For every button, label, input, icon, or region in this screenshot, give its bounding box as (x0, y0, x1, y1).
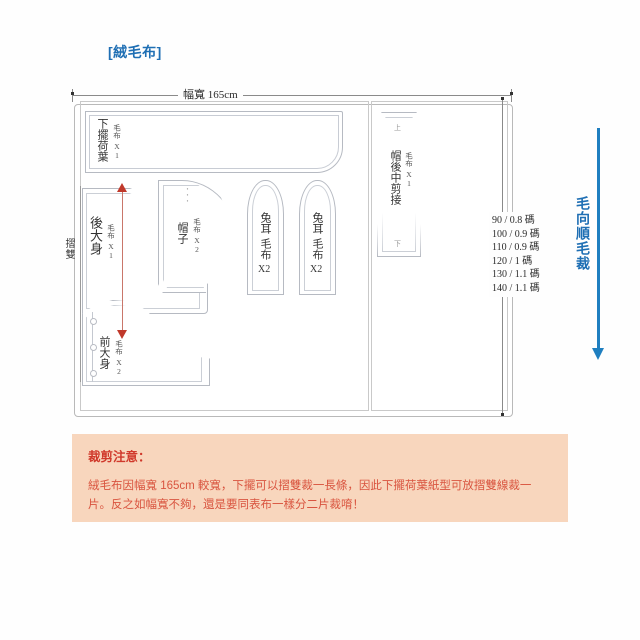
piece-hood-back-qty: X1 (404, 170, 414, 188)
grain-arrow-down-icon (117, 330, 127, 339)
nap-direction-label: 毛向順毛裁 (575, 196, 591, 271)
nap-arrow-down-icon (592, 348, 604, 360)
piece-ear-right-outline (299, 180, 336, 295)
fabric-width-right-cap (511, 89, 512, 102)
fabric-width-left-cap (72, 89, 73, 102)
fabric-width-label: 幅寬 165cm (178, 86, 243, 102)
size-yardage-list: 90 / 0.8 碼 100 / 0.9 碼 110 / 0.9 碼 120 /… (489, 212, 543, 297)
fabric-length-bottom-dot (501, 413, 504, 416)
piece-ruffle-qty: X1 (112, 142, 122, 160)
piece-back-body-fabric: 毛布 (106, 224, 116, 239)
fold-label: 摺雙 (63, 238, 74, 260)
piece-ear-right-seam-line (304, 185, 331, 291)
piece-ear-left-fabric: 毛布 (259, 238, 271, 260)
fold-line (80, 186, 81, 382)
piece-ear-left-name: 兔耳 (259, 212, 271, 234)
piece-front-body-fabric: 毛布 (114, 340, 124, 355)
notch-mark (90, 370, 97, 377)
size-row: 130 / 1.1 碼 (492, 269, 540, 280)
piece-ear-left-outline (247, 180, 284, 295)
piece-ruffle-outline (85, 111, 343, 173)
fabric-width-right-dot (510, 92, 513, 95)
piece-hood-back-fabric: 毛布 (404, 152, 414, 167)
piece-ruffle-name: 下擺荷葉 (96, 118, 108, 162)
grain-direction-line (122, 190, 124, 332)
size-row: 110 / 0.9 碼 (492, 242, 540, 253)
piece-ear-left-seam-line (252, 185, 279, 291)
size-row: 140 / 1.1 碼 (492, 282, 540, 294)
cutting-notice-body: 絨毛布因幅寬 165cm 較寬，下擺可以摺雙裁一長條，因此下擺荷葉紙型可放摺雙線… (88, 480, 532, 511)
piece-hood-back-outline (377, 112, 421, 257)
cutting-notice-title: 裁剪注意： (88, 450, 151, 464)
piece-hat-seam-line (163, 185, 227, 288)
piece-ruffle-fabric: 毛布 (112, 124, 122, 139)
piece-hood-back-name: 帽後中剪接 (389, 150, 401, 205)
piece-ear-right-qty: X2 (310, 264, 323, 275)
piece-hat-marking: ・・・ (183, 186, 189, 204)
piece-ear-right-fabric: 毛布 (311, 238, 323, 260)
fabric-length-top-dot (501, 97, 504, 100)
page-title: [絨毛布] (108, 44, 162, 60)
cutting-notice-box: 裁剪注意： 絨毛布因幅寬 165cm 較寬，下擺可以摺雙裁一長條，因此下擺荷葉紙… (72, 434, 568, 522)
piece-hat-qty: X2 (192, 236, 202, 254)
piece-ear-left-qty: X2 (258, 264, 271, 275)
piece-hat-fabric: 毛布 (192, 218, 202, 233)
piece-ruffle-seam-line (89, 115, 339, 169)
size-row: 120 / 1 碼 (492, 255, 533, 267)
piece-hood-back-bottom-mark: 下 (394, 240, 401, 248)
piece-back-body-name: 後大身 (88, 216, 103, 255)
piece-back-body-qty: X1 (106, 242, 116, 260)
grain-arrow-up-icon (117, 183, 127, 192)
fabric-width-dimension-line (72, 95, 512, 96)
nap-direction-line (597, 128, 600, 350)
notch-mark (90, 344, 97, 351)
piece-front-body-name: 前大身 (98, 336, 110, 369)
size-row: 100 / 0.9 碼 (492, 228, 540, 240)
fabric-width-left-dot (71, 92, 74, 95)
piece-hat-name: 帽子 (176, 222, 188, 244)
size-row: 90 / 0.8 碼 (492, 215, 535, 226)
piece-ear-right-name: 兔耳 (311, 212, 323, 234)
notch-mark (90, 318, 97, 325)
piece-hood-back-top-mark: 上 (394, 124, 401, 132)
piece-front-body-qty: X2 (114, 358, 124, 376)
